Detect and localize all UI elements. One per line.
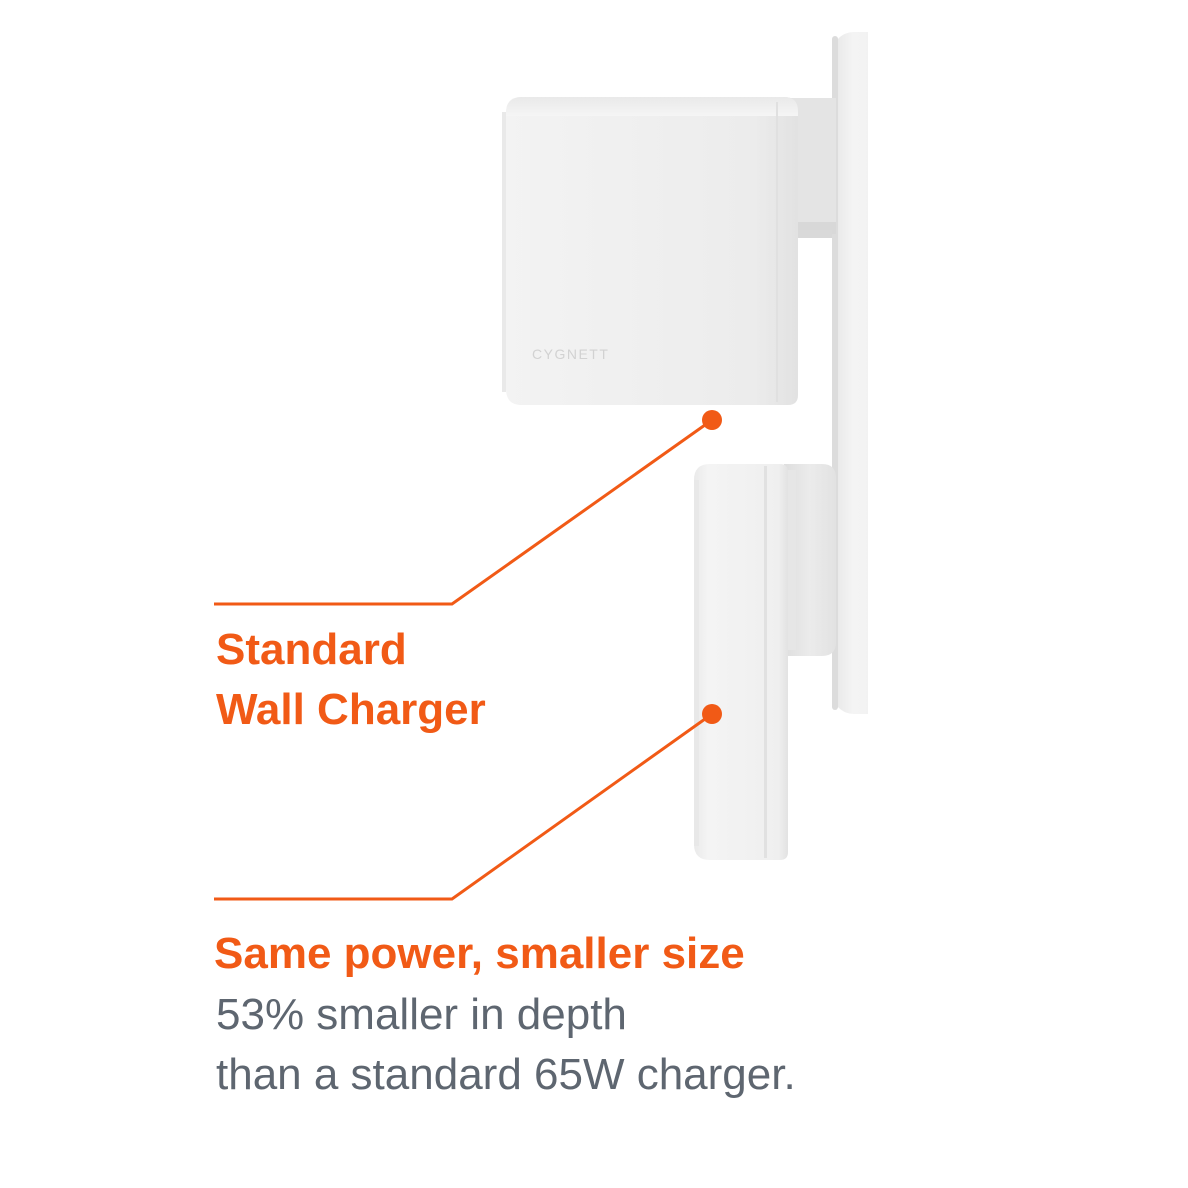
standard-charger-label-line1: Standard — [216, 625, 407, 674]
compact-charger-headline: Same power, smaller size — [214, 929, 745, 978]
compact-charger-description-line1: 53% smaller in depth — [216, 990, 627, 1039]
callout-dot — [702, 704, 722, 724]
standard-wall-charger — [502, 97, 836, 405]
callout-dot — [702, 410, 722, 430]
compact-charger-description-line2: than a standard 65W charger. — [216, 1050, 796, 1099]
wall-plate — [832, 20, 908, 730]
standard-charger-label-line2: Wall Charger — [216, 685, 486, 734]
callout-standard — [214, 410, 722, 606]
callout-compact — [214, 704, 722, 901]
brand-mark: CYGNETT — [532, 346, 609, 362]
compact-charger — [694, 464, 836, 860]
